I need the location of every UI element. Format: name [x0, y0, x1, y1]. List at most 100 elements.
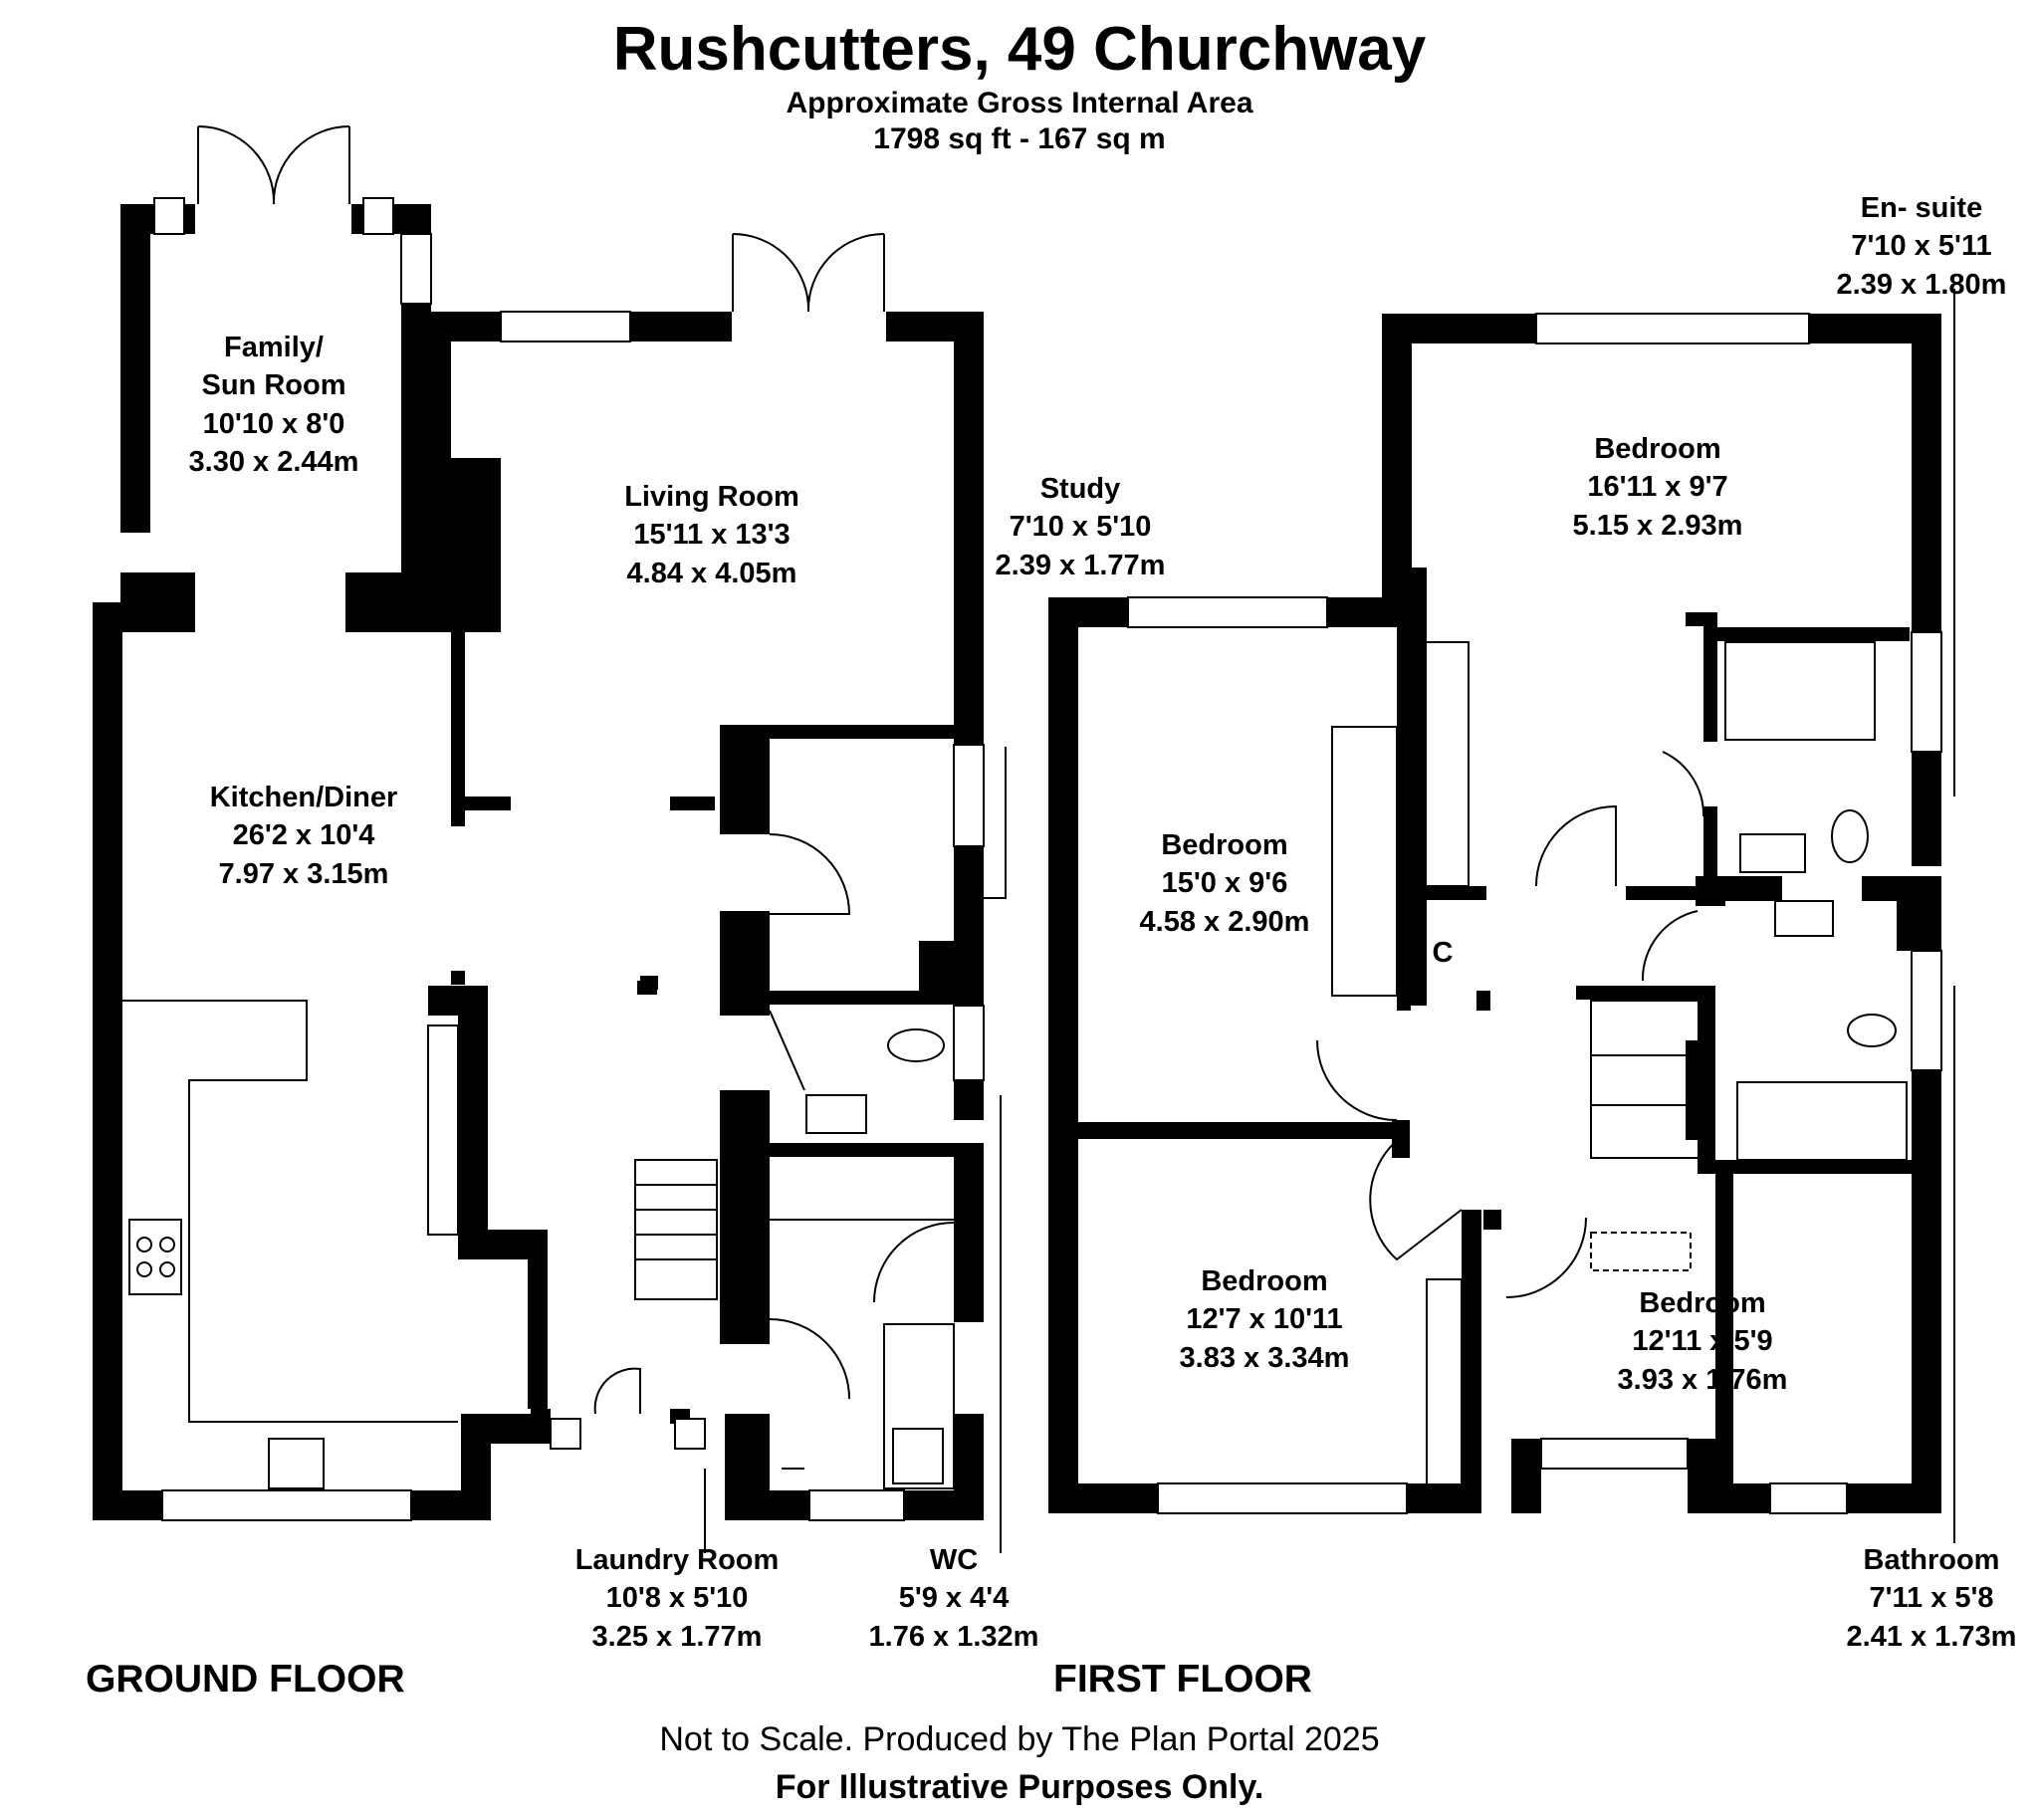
room-imperial: 15'11 x 13'3 [633, 519, 791, 552]
room-name: Living Room [624, 481, 799, 513]
window [1769, 1482, 1848, 1514]
wardrobe [1331, 726, 1398, 997]
room-metric: 3.83 x 3.34m [1179, 1341, 1350, 1374]
area-label: Approximate Gross Internal Area [786, 87, 1253, 119]
window [1157, 1482, 1408, 1514]
ensuite-toilet [1831, 809, 1869, 863]
kitchen-worktop [122, 1000, 458, 1423]
room-name: Bedroom [1161, 829, 1288, 861]
room-metric: 4.84 x 4.05m [626, 557, 797, 589]
door-swing [1316, 1039, 1398, 1121]
wall [954, 1080, 984, 1120]
room-label-laundry: Laundry Room 10'8 x 5'10 3.25 x 1.77m [553, 1541, 801, 1656]
room-label-bedroom-1: Bedroom 16'11 x 9'7 5.15 x 2.93m [1543, 430, 1772, 545]
room-name: Bedroom [1639, 1287, 1766, 1319]
window [161, 1489, 412, 1521]
wall [431, 312, 501, 341]
wall [1048, 1483, 1158, 1513]
room-imperial: 15'0 x 9'6 [1161, 867, 1288, 900]
wall [120, 204, 150, 533]
room-metric: 4.58 x 2.90m [1139, 905, 1310, 938]
wall [528, 1230, 548, 1409]
stairs [634, 1159, 718, 1300]
door-swing [1662, 751, 1705, 817]
room-name: En- suite [1860, 192, 1983, 224]
laundry-sink [892, 1428, 944, 1484]
wall [1382, 314, 1536, 343]
window [953, 744, 985, 847]
wall [720, 911, 770, 1016]
room-metric: 5.15 x 2.93m [1572, 509, 1743, 542]
wall [720, 725, 770, 834]
room-label-bedroom-3: Bedroom 12'7 x 10'11 3.83 x 3.34m [1150, 1262, 1379, 1377]
wall [1912, 752, 1941, 866]
wall [1715, 1173, 1733, 1489]
room-name: Bedroom [1594, 433, 1721, 465]
wall [720, 1090, 770, 1319]
wall [1048, 597, 1128, 627]
wall [1715, 1173, 1733, 1183]
ground-floor-plan [93, 125, 1007, 1553]
room-label-ensuite: En- suite 7'10 x 5'11 2.39 x 1.80m [1817, 189, 2026, 304]
room-metric: 3.30 x 2.44m [188, 445, 359, 478]
wardrobe [1410, 641, 1470, 887]
room-name: Study [1039, 473, 1121, 505]
wc-toilet [887, 1028, 945, 1062]
room-label-wc: WC 5'9 x 4'4 1.76 x 1.32m [854, 1541, 1053, 1656]
wall [670, 796, 715, 810]
window [808, 1489, 905, 1521]
wall [451, 971, 465, 985]
room-imperial: 12'7 x 10'11 [1186, 1303, 1343, 1336]
wall [1462, 1210, 1481, 1498]
kitchen-worktop [427, 1024, 459, 1236]
ground-floor-label: GROUND FLOOR [86, 1658, 405, 1701]
room-label-cupboard: C [1432, 937, 1454, 969]
door-swing [1369, 1134, 1463, 1261]
room-imperial: 7'10 x 5'11 [1851, 230, 1992, 263]
window-post [550, 1418, 581, 1450]
wall [93, 1490, 162, 1520]
room-imperial: 16'11 x 9'7 [1587, 471, 1728, 504]
door-swing [272, 125, 350, 205]
stairs [1590, 1000, 1701, 1159]
wall [120, 572, 195, 632]
wall [1483, 1210, 1501, 1230]
room-metric: 7.97 x 3.15m [218, 857, 389, 890]
room-label-study: Study 7'10 x 5'10 2.39 x 1.77m [971, 470, 1190, 584]
door-swing [769, 1010, 805, 1091]
wall [770, 1143, 954, 1157]
door-swing [593, 1367, 641, 1415]
room-imperial: 10'8 x 5'10 [605, 1582, 749, 1615]
wall [1688, 1439, 1717, 1513]
wall [1703, 806, 1717, 891]
room-label-living: Living Room 15'11 x 13'3 4.84 x 4.05m [587, 478, 836, 592]
room-name: Family/ [224, 332, 324, 363]
wall [1912, 1070, 1941, 1513]
wall [431, 341, 451, 458]
wall [1847, 1483, 1941, 1513]
bathroom-toilet [1847, 1014, 1897, 1047]
wall [451, 796, 511, 810]
door-swing [873, 1222, 955, 1303]
room-metric: 3.25 x 1.77m [591, 1620, 763, 1653]
room-name: Bedroom [1201, 1265, 1328, 1297]
area-summary: Approximate Gross Internal Area 1798 sq … [0, 86, 2039, 157]
window [1535, 313, 1810, 344]
wall [770, 991, 984, 1005]
room-metric: 2.39 x 1.77m [995, 549, 1166, 581]
wall [954, 312, 984, 745]
wall [1710, 876, 1782, 901]
wall [630, 312, 732, 341]
room-label-family: Family/ Sun Room 10'10 x 8'0 3.30 x 2.44… [159, 329, 388, 481]
page-title: Rushcutters, 49 Churchway [612, 15, 1427, 84]
room-name: WC [929, 1544, 979, 1576]
wall [451, 632, 465, 826]
door-swing [769, 1318, 850, 1400]
wall [531, 1409, 551, 1424]
wall [1078, 1122, 1407, 1136]
room-name: Kitchen/Diner [209, 782, 398, 813]
wall [1392, 1120, 1410, 1158]
wall [954, 1414, 984, 1520]
window-post [362, 197, 394, 235]
door-swing [1505, 1217, 1587, 1298]
